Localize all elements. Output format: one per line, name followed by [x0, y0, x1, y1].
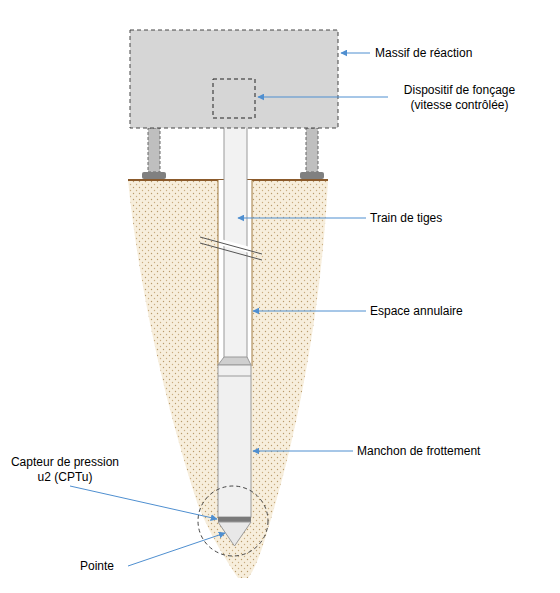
leader-arrow: [253, 311, 366, 312]
support-foot: [142, 172, 166, 179]
support-foot: [300, 172, 324, 179]
borehole-wall: [218, 180, 219, 366]
leader-arrow: [253, 451, 353, 452]
probe-transition: [218, 357, 251, 365]
part-label: Dispositif de fonçage (vitesse contrôlée…: [392, 83, 527, 113]
sleeve-joint: [218, 376, 251, 377]
support-leg: [148, 128, 160, 172]
leader-arrow: [128, 533, 225, 566]
probe-body: [218, 365, 251, 517]
part-label: Pointe: [80, 559, 114, 574]
detail-circle: [198, 486, 268, 556]
reaction-mass: [130, 30, 338, 128]
leader-arrow: [70, 486, 217, 519]
break-line: [200, 243, 262, 260]
leader-arrow: [341, 53, 370, 54]
part-label: Manchon de frottement: [357, 444, 480, 459]
support-leg: [306, 128, 318, 172]
part-label: Train de tiges: [370, 211, 442, 226]
borehole-wall: [252, 180, 253, 366]
rod-string: [224, 118, 247, 358]
leader-arrow: [258, 97, 388, 98]
break-gap: [221, 239, 251, 252]
part-label: Capteur de pression u2 (CPTu): [8, 455, 122, 485]
pressure-sensor: [218, 517, 251, 522]
push-device: [213, 79, 255, 118]
leader-arrow: [238, 218, 366, 219]
part-label: Espace annulaire: [370, 304, 463, 319]
part-label: Massif de réaction: [375, 46, 472, 61]
